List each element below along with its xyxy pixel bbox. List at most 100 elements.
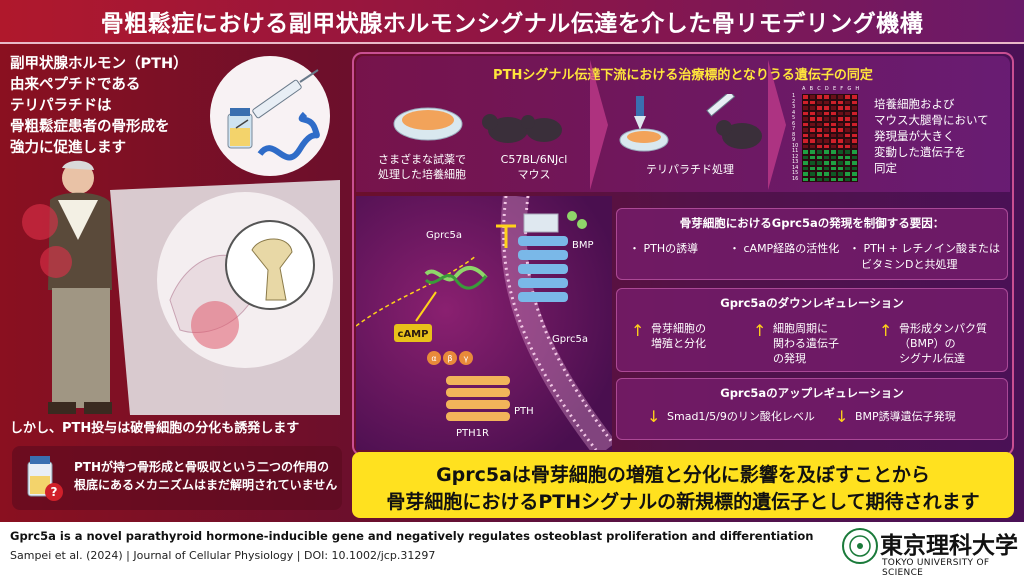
heatmap-cell [823,110,830,116]
heatmap-cell [837,165,844,171]
heatmap-cell [802,138,809,144]
femur-icon [225,220,315,310]
heatmap-cell [816,110,823,116]
heatmap-cell [837,160,844,166]
heatmap-row-label: 10 [792,142,799,149]
heatmap-cell [837,127,844,133]
cells-label: さまざまな試薬で 処理した培養細胞 [362,152,482,182]
heatmap-cell [823,132,830,138]
upregulation-box: Gprc5aのアップレギュレーション ↓ Smad1/5/9のリン酸化レベル ↓… [616,378,1008,440]
heatmap-cell [837,132,844,138]
heatmap-cell [830,149,837,155]
heatmap-cell [830,165,837,171]
result-line: 発現量が大きく [874,129,955,143]
heatmap-cell [823,121,830,127]
protein-helix-icon [257,111,320,161]
heatmap-column-labels: A B C D E F G H [802,86,861,92]
open-question-text: PTHが持つ骨形成と骨吸収という二つの作用の 根底にあるメカニズムはまだ解明され… [74,458,337,494]
heatmap-cell [837,149,844,155]
heatmap-cell [844,143,851,149]
dna-icon [424,266,488,290]
heatmap-cell [802,165,809,171]
result-text: 培養細胞および マウス大腿骨において 発現量が大きく 変動した遺伝子を 同定 [874,96,1004,176]
heatmap-cell [802,121,809,127]
regulation-factors-box: 骨芽細胞におけるGprc5aの発現を制御する要因： ・ PTHの誘導 ・ cAM… [616,208,1008,280]
heatmap-cell [837,154,844,160]
heatmap-cell [844,160,851,166]
intro-line: 骨粗鬆症患者の骨形成を [10,119,170,135]
heatmap-cell [809,154,816,160]
heatmap-row-label: 16 [792,175,799,182]
heatmap-cell [830,99,837,105]
downreg-item-2: 細胞周期に 関わる遺伝子 の発現 [773,321,839,366]
heatmap-cell [816,171,823,177]
factor-item: ビタミンDと共処理 [861,258,958,271]
heatmap-row-label: 2 [792,98,796,105]
heatmap-cell [830,94,837,100]
heatmap-cell [802,127,809,133]
heatmap-cell [823,105,830,111]
heatmap-cell [851,176,858,182]
pth-label: PTH [514,406,534,417]
heatmap-cell [823,160,830,166]
intro-text: 副甲状腺ホルモン（PTH） 由来ペプチドである テリパラチドは 骨粗鬆症患者の骨… [10,54,188,159]
heatmap-cell [844,176,851,182]
intro-line: 強力に促進します [10,140,126,156]
heatmap-cell [816,99,823,105]
title-bar: 骨粗鬆症における副甲状腺ホルモンシグナル伝達を介した骨リモデリング機構 [0,0,1024,44]
heatmap-cell [816,94,823,100]
heatmap-cell [837,110,844,116]
heatmap-cell [809,127,816,133]
heatmap-cell [816,105,823,111]
treatment-illustration [619,94,762,152]
intro-line: テリパラチドは [10,98,112,114]
heatmap-cell [802,99,809,105]
heatmap-cell [823,171,830,177]
heatmap-cell [809,99,816,105]
heatmap-cell [830,116,837,122]
cells-label-line: さまざまな試薬で [378,153,466,166]
item-line: （BMP）の [899,337,956,350]
heatmap-cell [823,176,830,182]
camp-badge: cAMP [394,324,432,342]
factor-item: ・ PTH + レチノイン酸または [849,242,1000,255]
heatmap-cell [816,116,823,122]
heatmap-cell [830,160,837,166]
heatmap-cell [809,121,816,127]
heatmap-cell [844,121,851,127]
up-arrow-icon: ↑ [631,321,645,340]
heatmap-cell [802,160,809,166]
heatmap-cell [816,132,823,138]
heatmap-row-label: 6 [792,120,796,127]
nucleus-boundary [356,255,477,327]
pth1r-receptor-icon [446,376,510,421]
bmp-label: BMP [572,240,594,251]
cells-mice-illustration [393,107,562,143]
heatmap-cell [802,110,809,116]
heatmap-cell [816,154,823,160]
heatmap-cell [823,116,830,122]
paper-title: Gprc5a is a novel parathyroid hormone-in… [10,529,814,543]
heatmap-cell [816,121,823,127]
heatmap-cell [837,94,844,100]
elderly-person-icon [22,160,112,414]
heatmap-cell [802,171,809,177]
heatmap-cell [809,160,816,166]
item-line: シグナル伝達 [899,352,965,365]
heatmap-cell [816,143,823,149]
gprc5a-receptor-icon [518,236,568,302]
heatmap-cell [830,171,837,177]
heatmap-row-label: 12 [792,153,799,160]
heatmap-cell [851,127,858,133]
heatmap-cell [809,138,816,144]
heatmap-cell [851,160,858,166]
heatmap-cell [809,116,816,122]
heatmap-cell [837,171,844,177]
heatmap-cell [844,94,851,100]
heatmap-cell [816,176,823,182]
heatmap-cell [809,132,816,138]
downreg-item-1: 骨芽細胞の 増殖と分化 [651,321,706,351]
result-line: 培養細胞および [874,97,955,111]
citation: Sampei et al. (2024) | Journal of Cellul… [10,549,436,562]
